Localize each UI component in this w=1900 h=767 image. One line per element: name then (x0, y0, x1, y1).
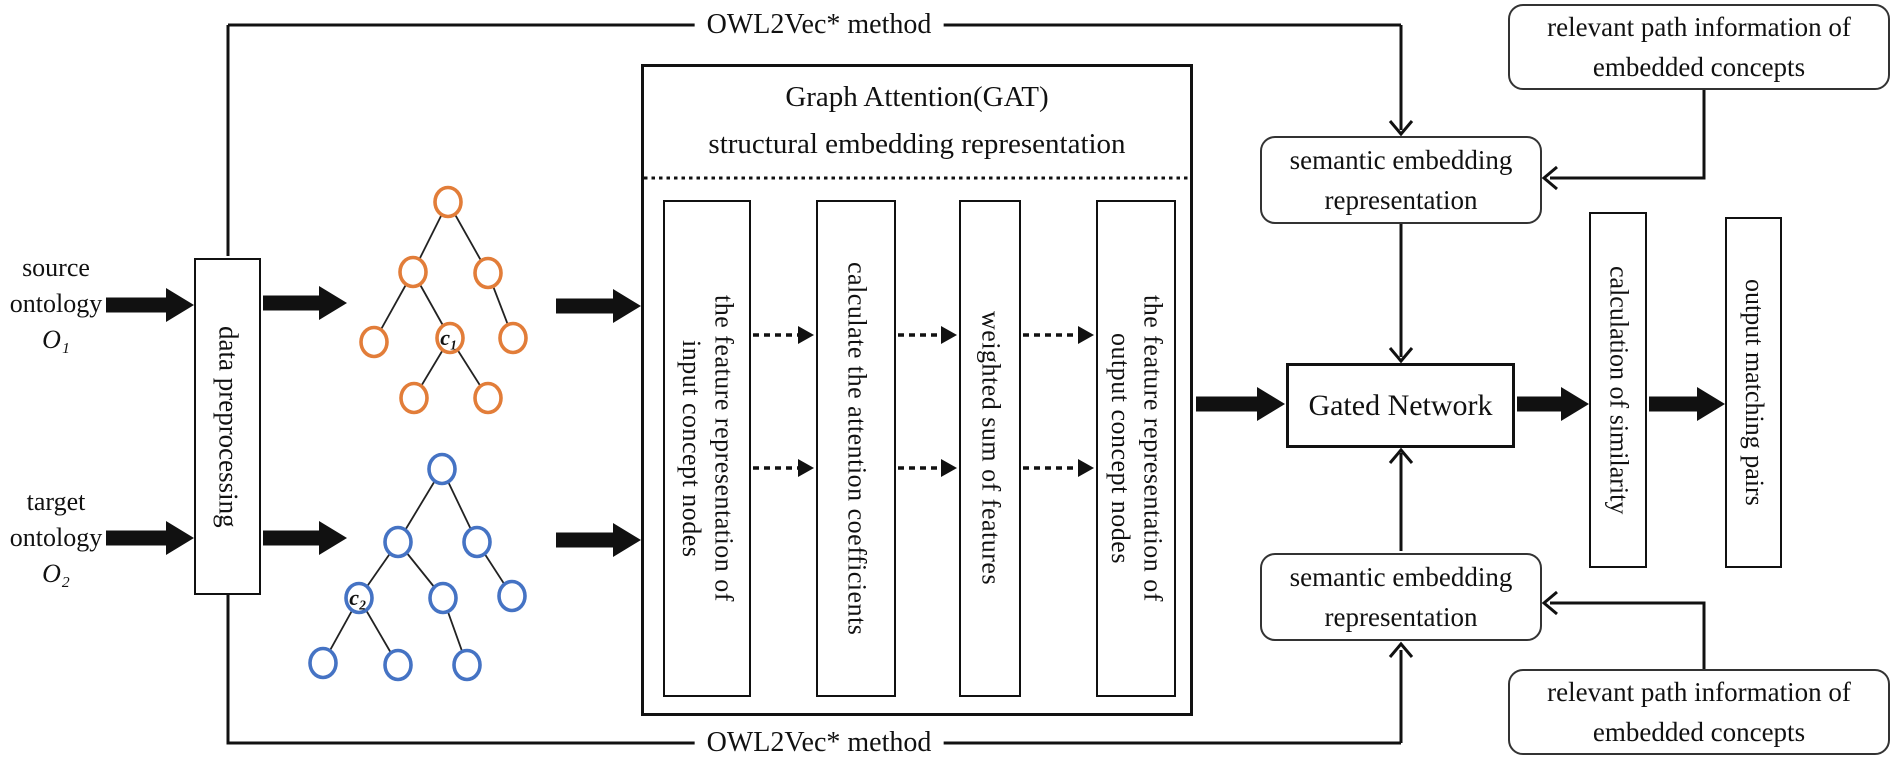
semantic-embedding-top-label: semantic embedding representation (1289, 145, 1513, 215)
gat-step-input-features-box: the feature representation of input conc… (663, 200, 751, 697)
source-ontology-tree (359, 185, 528, 415)
gat-step-dashed-arrows (753, 333, 1079, 470)
concept-c2-label: c₂ (349, 585, 367, 610)
gat-step-1-label: the feature representation of input conc… (677, 295, 739, 602)
gat-title: Graph Attention(GAT) structural embeddin… (641, 74, 1193, 168)
thick-flow-arrows (106, 286, 1725, 557)
data-preprocessing-box: data preprocessing (194, 258, 261, 595)
gated-network-box: Gated Network (1286, 363, 1515, 448)
arrowheads (1388, 120, 1558, 658)
source-line2: ontology (9, 289, 103, 318)
output-matching-pairs-box: output matching pairs (1725, 217, 1782, 568)
gat-step-arrowheads (798, 326, 1094, 477)
gat-title-line1: Graph Attention(GAT) (785, 81, 1049, 113)
concept-c1-label: c₁ (440, 325, 458, 350)
gat-panel (641, 64, 1193, 716)
relevant-path-box-top: relevant path information of embedded co… (1508, 4, 1890, 90)
target-line1: target (26, 487, 86, 516)
gat-step-3-label: weighted sum of features (976, 311, 1006, 586)
source-symbol-o1: O₁ (42, 325, 70, 354)
target-ontology-tree (308, 452, 527, 682)
similarity-calculation-box: calculation of similarity (1589, 212, 1647, 568)
similarity-label: calculation of similarity (1604, 265, 1634, 515)
relevant-path-box-bottom: relevant path information of embedded co… (1508, 669, 1890, 755)
relevant-path-top-label: relevant path information of embedded co… (1547, 12, 1851, 82)
gat-title-line2: structural embedding representation (708, 128, 1126, 160)
relevant-path-bottom-label: relevant path information of embedded co… (1547, 677, 1851, 747)
output-label: output matching pairs (1739, 279, 1769, 506)
target-ontology-label: target ontology O₂ (0, 484, 112, 592)
semantic-embedding-bottom-label: semantic embedding representation (1289, 562, 1513, 632)
source-ontology-label: source ontology O₁ (0, 250, 112, 358)
gat-step-output-features-box: the feature representation of output con… (1096, 200, 1176, 697)
target-line2: ontology (9, 523, 103, 552)
target-symbol-o2: O₂ (42, 559, 70, 588)
gat-step-2-label: calculate the attention coefficients (842, 261, 872, 636)
gat-step-attention-coefficients-box: calculate the attention coefficients (816, 200, 896, 697)
gat-step-weighted-sum-box: weighted sum of features (959, 200, 1021, 697)
owl2vec-method-label-top: OWL2Vec* method (694, 9, 944, 41)
semantic-embedding-box-top: semantic embedding representation (1260, 136, 1542, 224)
source-line1: source (22, 253, 90, 282)
gat-step-4-label: the feature representation of output con… (1106, 295, 1168, 602)
gated-network-label: Gated Network (1308, 388, 1493, 422)
data-preprocessing-label: data preprocessing (213, 325, 244, 528)
semantic-embedding-box-bottom: semantic embedding representation (1260, 553, 1542, 641)
owl2vec-method-label-bottom: OWL2Vec* method (694, 727, 944, 759)
